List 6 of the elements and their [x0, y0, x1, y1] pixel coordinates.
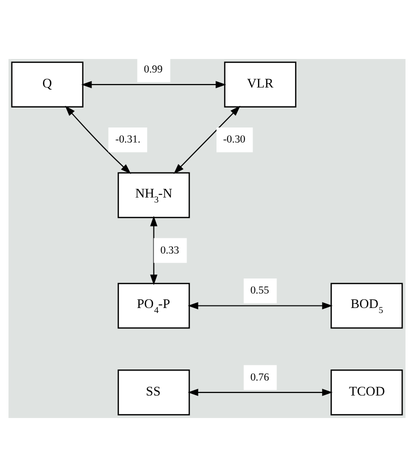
edge-label: 0.33 [160, 244, 180, 256]
edge-label: -0.30 [223, 133, 246, 146]
edge-label: -0.31. [115, 133, 140, 146]
edge-label: 0.76 [250, 370, 270, 383]
edge-label: 0.99 [144, 63, 163, 76]
edge-label: 0.55 [250, 284, 270, 296]
